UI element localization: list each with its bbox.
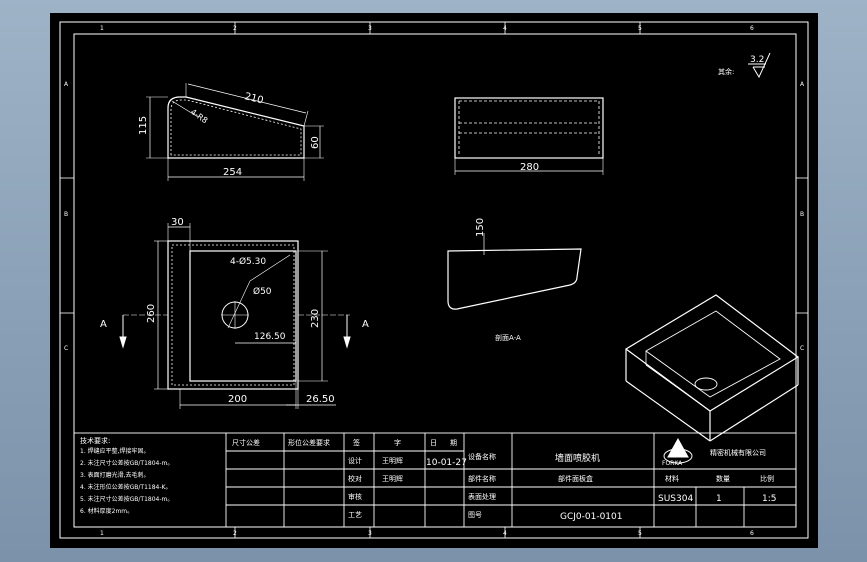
dim-chamfer: 4-R8: [189, 107, 209, 125]
zone-number-bottom: 4: [503, 530, 507, 537]
dim-hole-offset: 126.50: [254, 332, 286, 342]
tb-tolerance: 尺寸公差: [232, 438, 260, 447]
dim-height-right: 60: [310, 136, 321, 149]
technical-notes: 技术要求: 1. 焊缝应平整,焊接牢固。 2. 未注尺寸公差按GB/T1804-…: [80, 436, 173, 515]
dim-width-left: 260: [146, 304, 157, 323]
section-arrow-left-label: A: [100, 319, 107, 330]
notes-title: 技术要求:: [80, 436, 110, 445]
tb-date-1: 日: [430, 439, 437, 447]
tb-material-label: 材料: [665, 474, 679, 483]
company-logo: [663, 437, 693, 464]
tb-designer-label: 设计: [348, 456, 362, 465]
section-view: [447, 233, 582, 310]
zone-letter-left: B: [64, 211, 68, 218]
zone-letter-right: C: [800, 345, 804, 352]
tb-designer-name: 王明辉: [382, 457, 403, 465]
zone-labels: 1 2 3 4 5 6 1 2 3 4 5 6 A B C A B C: [64, 25, 805, 537]
tb-company: 精密机械有限公司: [710, 448, 766, 457]
section-caption: 剖面A-A: [495, 333, 521, 342]
note-line: 3. 表面打磨光滑,去毛刺。: [80, 471, 150, 479]
tb-date: 10-01-27: [426, 458, 467, 468]
cad-drawing: 1 2 3 4 5 6 1 2 3 4 5 6 A B C A B C 其余: …: [59, 21, 809, 539]
zone-number-bottom: 3: [368, 530, 372, 537]
note-line: 4. 未注形位公差按GB/T1184-K。: [80, 483, 171, 491]
zone-number-top: 4: [503, 25, 507, 32]
zone-number-bottom: 2: [233, 530, 237, 537]
side-view: [146, 83, 324, 181]
zone-number-top: 1: [100, 25, 104, 32]
isometric-view: [624, 294, 800, 442]
dim-width-right: 230: [310, 309, 321, 328]
tb-checker-label: 校对: [348, 474, 362, 483]
tb-part-value: 部件面板盒: [558, 474, 593, 483]
tb-qty-label: 数量: [716, 474, 730, 483]
note-line: 6. 材料厚度2mm。: [80, 507, 133, 515]
zone-number-bottom: 5: [638, 530, 642, 537]
zone-letter-right: A: [800, 81, 805, 88]
roughness-symbol: 其余: 3.2: [718, 52, 771, 79]
roughness-value: 3.2: [750, 55, 764, 65]
zone-tick-marks: [60, 22, 808, 538]
note-line: 1. 焊缝应平整,焊接牢固。: [80, 447, 150, 455]
note-line: 5. 未注尺寸公差按GB/T1804-m。: [80, 495, 173, 503]
zone-number-bottom: 1: [100, 530, 104, 537]
tb-date-2: 期: [450, 439, 457, 447]
tb-review-label: 审核: [348, 492, 362, 501]
tb-drawing-no-label: 图号: [468, 511, 482, 519]
dim-side-length: 280: [520, 162, 539, 173]
tb-material-value: SUS304: [658, 494, 693, 504]
tb-scale-value: 1:5: [762, 494, 776, 504]
dim-top-length: 210: [243, 91, 264, 106]
zone-number-top: 5: [638, 25, 642, 32]
zone-number-top: 6: [750, 25, 754, 32]
tb-process-label: 工艺: [348, 511, 362, 519]
dim-bottom-length: 254: [223, 167, 242, 178]
tb-sign-1: 签: [353, 438, 360, 447]
dim-center-hole: Ø50: [253, 286, 272, 297]
dim-section-height: 150: [475, 218, 486, 237]
tb-surface-label: 表面处理: [468, 492, 496, 501]
tb-qty-value: 1: [716, 494, 722, 504]
zone-number-bottom: 6: [750, 530, 754, 537]
note-line: 2. 未注尺寸公差按GB/T1804-m。: [80, 459, 173, 467]
plan-view: [123, 223, 350, 409]
tb-part-label: 部件名称: [468, 474, 496, 483]
tb-equipment-label: 设备名称: [468, 452, 496, 461]
zone-letter-left: A: [64, 81, 69, 88]
tb-scale-label: 比例: [760, 474, 774, 483]
zone-letter-left: C: [64, 345, 68, 352]
title-block-grid: [73, 432, 797, 528]
roughness-label: 其余:: [718, 67, 734, 76]
title-block-text: 尺寸公差 形位公差要求 签 字 日 期 设计 王明辉 10-01-27 校对 王…: [232, 438, 776, 522]
tb-drawing-no-value: GCJ0-01-0101: [560, 512, 623, 522]
tb-equipment-value: 墙面喷胶机: [555, 452, 600, 464]
tb-sign-2: 字: [394, 438, 401, 447]
zone-number-top: 2: [233, 25, 237, 32]
section-arrow-right-label: A: [362, 319, 369, 330]
zone-letter-right: B: [800, 211, 804, 218]
drawing-sheet: 1 2 3 4 5 6 1 2 3 4 5 6 A B C A B C 其余: …: [50, 13, 818, 548]
tb-form-tolerance: 形位公差要求: [288, 438, 330, 447]
dim-holes: 4-Ø5.30: [230, 256, 266, 267]
section-arrows: [119, 315, 351, 349]
tb-logo-text: FORKA: [662, 460, 683, 467]
dim-wall: 30: [171, 217, 184, 228]
tb-checker-name: 王明辉: [382, 475, 403, 483]
dim-height-left: 115: [138, 116, 149, 135]
dim-bottom-26: 26.50: [306, 394, 335, 405]
dim-bottom-200: 200: [228, 394, 247, 405]
zone-number-top: 3: [368, 25, 372, 32]
front-view: [454, 97, 604, 175]
